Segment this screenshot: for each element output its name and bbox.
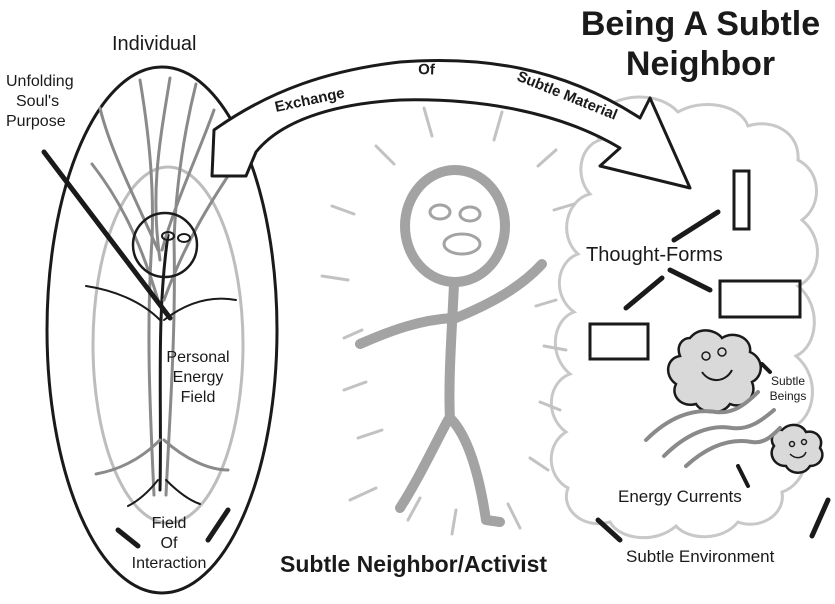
interaction-line-3: Interaction bbox=[131, 555, 207, 572]
energy-line-2: Energy bbox=[172, 369, 224, 386]
environment-pointer-left bbox=[595, 517, 623, 543]
activist-rays bbox=[320, 106, 576, 536]
diagram-title: Being A Subtle Neighbor bbox=[566, 4, 835, 84]
subtle-environment-cloud bbox=[549, 95, 819, 540]
beings-pointer bbox=[760, 362, 772, 374]
thought-pointer-3 bbox=[623, 275, 665, 311]
being-small bbox=[770, 423, 824, 474]
title-line-2: Neighbor bbox=[625, 45, 776, 83]
energy-line-3: Field bbox=[180, 389, 216, 406]
interaction-tick-right bbox=[205, 507, 231, 543]
interaction-tick-left bbox=[115, 527, 141, 549]
interaction-line-1: Field bbox=[151, 515, 187, 532]
thought-pointer-1 bbox=[671, 209, 721, 243]
energy-currents-label: Energy Currents bbox=[618, 487, 742, 506]
stick-figure-icon bbox=[355, 165, 547, 527]
purpose-line-3: Purpose bbox=[6, 113, 66, 130]
beings-line-1: Subtle bbox=[770, 374, 806, 388]
stick-figure-face bbox=[428, 203, 482, 256]
currents-pointer bbox=[736, 464, 750, 488]
subtle-beings-label: Subtle Beings bbox=[760, 374, 816, 404]
arrow-word-of: Of bbox=[418, 61, 436, 79]
purpose-pointer-line bbox=[41, 149, 173, 321]
being-large bbox=[667, 329, 762, 414]
exchange-arrow bbox=[210, 58, 692, 190]
thought-form-tall bbox=[732, 169, 751, 231]
wavy-line-icon bbox=[644, 390, 782, 468]
field-of-interaction-label: Field Of Interaction bbox=[124, 514, 214, 574]
thought-forms-label: Thought-Forms bbox=[586, 244, 723, 266]
energy-line-1: Personal bbox=[166, 349, 230, 366]
thought-pointer-2 bbox=[667, 267, 713, 293]
plant-person-icon bbox=[85, 76, 237, 507]
purpose-label: Unfolding Soul's Purpose bbox=[6, 72, 74, 132]
thought-form-small bbox=[588, 322, 650, 361]
environment-pointer-right bbox=[809, 497, 831, 539]
thought-form-wide bbox=[718, 279, 802, 319]
subtle-environment-label: Subtle Environment bbox=[626, 547, 775, 566]
personal-energy-field-label: Personal Energy Field bbox=[160, 348, 236, 408]
purpose-line-2: Soul's bbox=[16, 93, 60, 110]
subtle-neighbor-label: Subtle Neighbor/Activist bbox=[280, 551, 548, 577]
title-line-1: Being A Subtle bbox=[580, 5, 821, 43]
purpose-line-1: Unfolding bbox=[6, 73, 74, 90]
interaction-line-2: Of bbox=[160, 535, 178, 552]
personal-energy-field-ellipse bbox=[91, 165, 245, 525]
individual-label: Individual bbox=[112, 33, 197, 55]
individual-ellipse bbox=[45, 65, 279, 595]
beings-line-2: Beings bbox=[769, 389, 807, 403]
